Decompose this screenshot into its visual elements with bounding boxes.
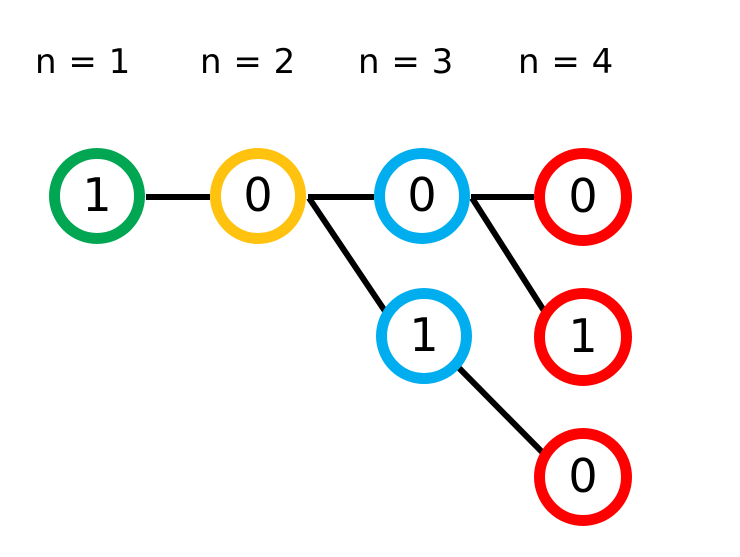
node-label: 1 xyxy=(82,168,112,222)
column-header-n3: n = 3 xyxy=(358,42,454,82)
column-header-n2: n = 2 xyxy=(200,42,296,82)
node-label: 0 xyxy=(568,449,598,503)
node-label: 0 xyxy=(568,169,598,223)
column-header-n1: n = 1 xyxy=(35,42,131,82)
edge-n3a-to-n4b xyxy=(469,196,551,319)
edge-n2-to-n3b xyxy=(306,196,392,319)
node-n3a[interactable]: 0 xyxy=(374,148,470,244)
node-label: 1 xyxy=(568,309,598,363)
node-n1[interactable]: 1 xyxy=(49,148,145,244)
node-n3b[interactable]: 1 xyxy=(376,288,472,384)
column-header-n4: n = 4 xyxy=(518,42,614,82)
node-n4b[interactable]: 1 xyxy=(534,288,632,386)
node-label: 1 xyxy=(409,308,439,362)
node-n2[interactable]: 0 xyxy=(210,148,306,244)
node-n4c[interactable]: 0 xyxy=(534,428,632,526)
node-n4a[interactable]: 0 xyxy=(534,148,632,246)
node-label: 0 xyxy=(243,168,273,222)
edge-n3b-to-n4c xyxy=(456,365,548,458)
node-label: 0 xyxy=(407,168,437,222)
